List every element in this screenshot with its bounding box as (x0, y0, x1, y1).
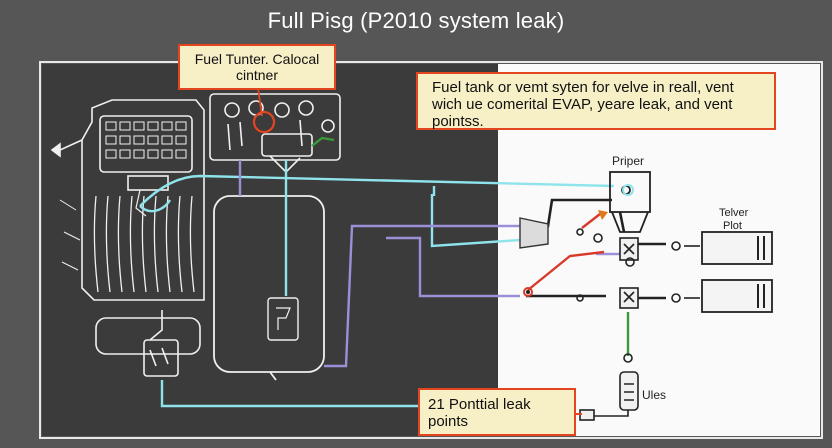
ules-sensor (579, 371, 639, 421)
label-telver: Telver (719, 207, 749, 219)
label-ules: Ules (642, 388, 667, 402)
red-leak-lines (527, 213, 605, 291)
callout-vent-system: Fuel tank or vemt syten for velve in rea… (416, 72, 776, 130)
callout-leak-points: 21 Ponttial leak points (418, 388, 576, 436)
engine-block (50, 99, 205, 301)
label-priper: Priper (612, 154, 645, 168)
green-lines (311, 136, 630, 356)
diagram-title: Full Pisg (P2010 system leak) (267, 8, 565, 33)
vent-valves (576, 228, 700, 363)
diagram-frame (39, 61, 823, 439)
leak-highlight-circle (252, 110, 276, 134)
canister-assembly (209, 93, 341, 174)
telver-plot-units (701, 231, 773, 313)
callout-canister: Fuel Tunter. Calocal cintner (178, 44, 336, 90)
black-lines (526, 198, 666, 300)
cyan-vent-lines (139, 160, 615, 408)
fuel-tank (213, 195, 325, 381)
label-plot: Plot (723, 220, 742, 232)
hose-connector (519, 217, 549, 249)
purge-valve (95, 310, 201, 377)
leak-arrow-icon (598, 210, 608, 220)
priper-unit (609, 171, 651, 233)
